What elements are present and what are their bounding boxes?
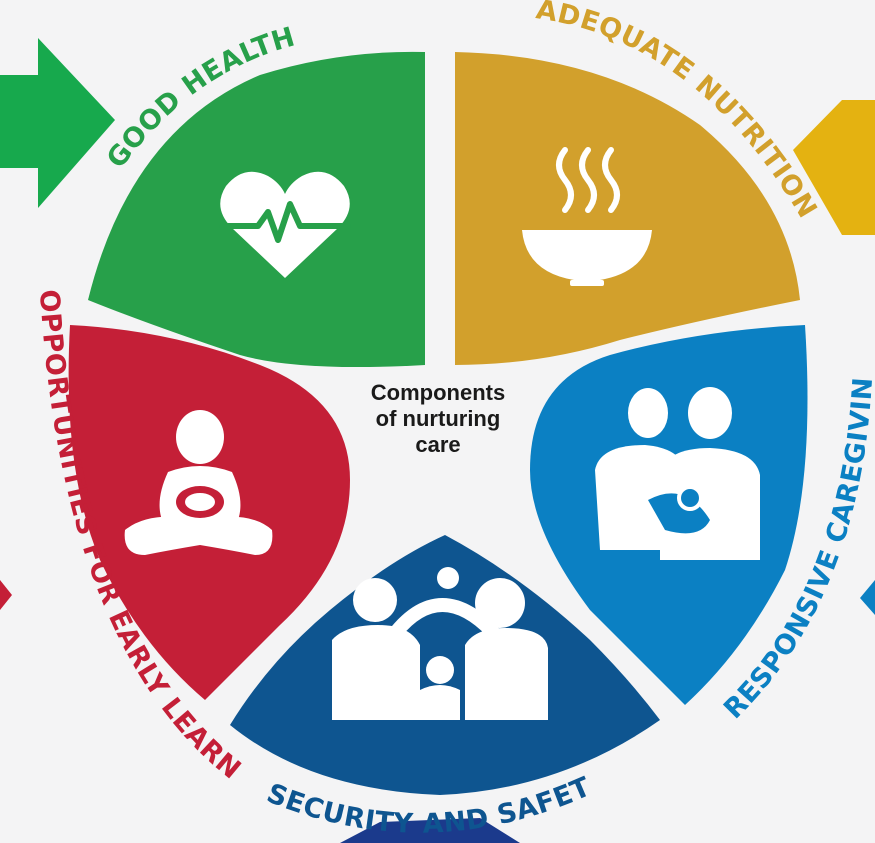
center-title: Components of nurturing care xyxy=(371,380,505,457)
center-title-line-1: Components xyxy=(371,380,505,405)
bottom-arrow-shape xyxy=(340,818,520,843)
steaming-bowl-icon xyxy=(522,147,652,286)
right-arrow-shape xyxy=(793,100,875,235)
left-arrow-shape xyxy=(0,38,115,208)
heart-pulse-icon xyxy=(219,171,351,278)
child-playing-icon xyxy=(124,410,273,555)
right-small-arrow-shape xyxy=(860,580,875,615)
adequate-nutrition-segment xyxy=(455,52,800,365)
center-title-line-2: of nurturing xyxy=(376,406,501,431)
left-small-arrow-shape xyxy=(0,580,12,610)
caregivers-with-baby-icon xyxy=(595,387,760,560)
center-title-line-3: care xyxy=(415,432,460,457)
family-shelter-icon xyxy=(332,567,548,720)
